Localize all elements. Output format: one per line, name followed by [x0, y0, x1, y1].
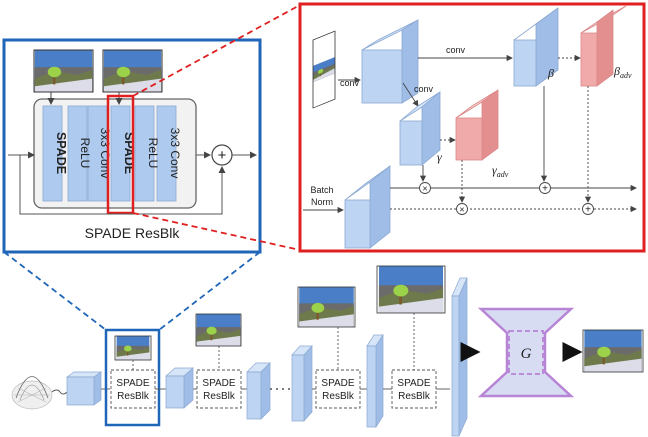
zoom-connector-top: [132, 4, 301, 97]
conv-label-3: conv: [414, 84, 434, 94]
detail-segmap-input: [312, 30, 336, 109]
multiply-symbol-1: ×: [422, 184, 427, 194]
pipeline-resblk-4-line1: SPADE: [397, 378, 430, 389]
pipeline-feature-block-3: [291, 345, 313, 422]
layer-label-relu-1: ReLU: [78, 138, 92, 169]
gamma-adv-block: [455, 89, 499, 161]
highlighted-resblk-frame: [104, 328, 161, 427]
pipeline-resblk-2-line1: SPADE: [202, 378, 235, 389]
layer-relu-1: [67, 105, 88, 202]
multiply-node-1: [419, 182, 431, 194]
batch-norm-block: [344, 165, 391, 249]
layer-spade-1: [42, 105, 63, 202]
resblk-title: SPADE ResBlk: [85, 225, 181, 241]
pipeline-segmap-4: [378, 266, 444, 313]
gamma-label: γ: [437, 150, 442, 164]
layer-label-conv-2: 3x3 Conv: [168, 128, 182, 179]
pipeline-segmap-2: [196, 314, 241, 346]
generator-block: G: [477, 307, 575, 398]
beta-label: β: [547, 66, 554, 80]
add-symbol-1: +: [542, 184, 548, 195]
pipeline-resblk-4-line2: ResBlk: [398, 391, 431, 402]
pipeline-resblk-2-line2: ResBlk: [203, 391, 236, 402]
pipeline-resblk-2: [196, 369, 242, 409]
pipeline-resblk-3: [315, 369, 361, 409]
pipeline-resblk-3-line2: ResBlk: [322, 391, 355, 402]
layer-relu-2: [134, 105, 155, 202]
residual-sum-symbol: +: [218, 147, 227, 164]
spade-highlight: [106, 94, 135, 215]
layer-conv-2: [156, 105, 177, 202]
multiply-node-2: [456, 203, 468, 215]
beta-adv-block: [580, 5, 627, 87]
add-node-1: [539, 182, 551, 194]
pipeline-segmap-3: [299, 287, 354, 327]
batch-norm-label-2: Norm: [311, 197, 333, 207]
resblk-layers: SPADE ReLU 3x3 Conv SPADE ReLU 3x3 Conv: [42, 105, 182, 202]
layer-spade-2: [110, 105, 131, 202]
beta-block: [513, 7, 559, 87]
add-symbol-2: +: [585, 205, 591, 216]
zoom-connector-bottom: [132, 212, 301, 251]
noise-input-icon: [11, 376, 53, 410]
layer-label-relu-2: ReLU: [146, 138, 160, 169]
add-node-2: [582, 203, 594, 215]
layer-label-spade-1: SPADE: [54, 132, 68, 174]
shared-conv-block: [361, 19, 419, 104]
generator-label: G: [521, 346, 532, 362]
beta-adv-label: βadv: [613, 64, 632, 80]
batch-norm-label-1: Batch: [310, 185, 333, 195]
output-image: [584, 330, 642, 372]
pipeline-feature-block-5: [451, 277, 468, 437]
gamma-block: [399, 91, 441, 166]
pipeline-feature-block-2: [246, 362, 271, 420]
pipeline-resblk-1: [110, 369, 156, 409]
pipeline-resblk-1-line2: ResBlk: [117, 391, 150, 402]
layer-label-conv-1: 3x3 Conv: [98, 128, 112, 179]
conv-label-1: conv: [340, 78, 360, 88]
pipeline-resblk-4: [391, 369, 437, 409]
pipeline-segmap-1: [116, 336, 150, 360]
segmap-image-1: [34, 50, 93, 92]
pipeline-feature-block-1: [165, 367, 194, 409]
pipeline-connector-left: [3, 251, 107, 331]
gamma-adv-label: γadv: [492, 163, 509, 179]
pipeline-input-block: [65, 371, 103, 406]
pipeline-resblk-3-line1: SPADE: [321, 378, 354, 389]
pipeline-feature-block-4: [366, 333, 384, 429]
multiply-symbol-2: ×: [459, 205, 464, 215]
conv-label-2: conv: [446, 45, 466, 55]
pipeline-connector-right: [158, 251, 261, 331]
pipeline-resblk-1-line1: SPADE: [116, 378, 149, 389]
